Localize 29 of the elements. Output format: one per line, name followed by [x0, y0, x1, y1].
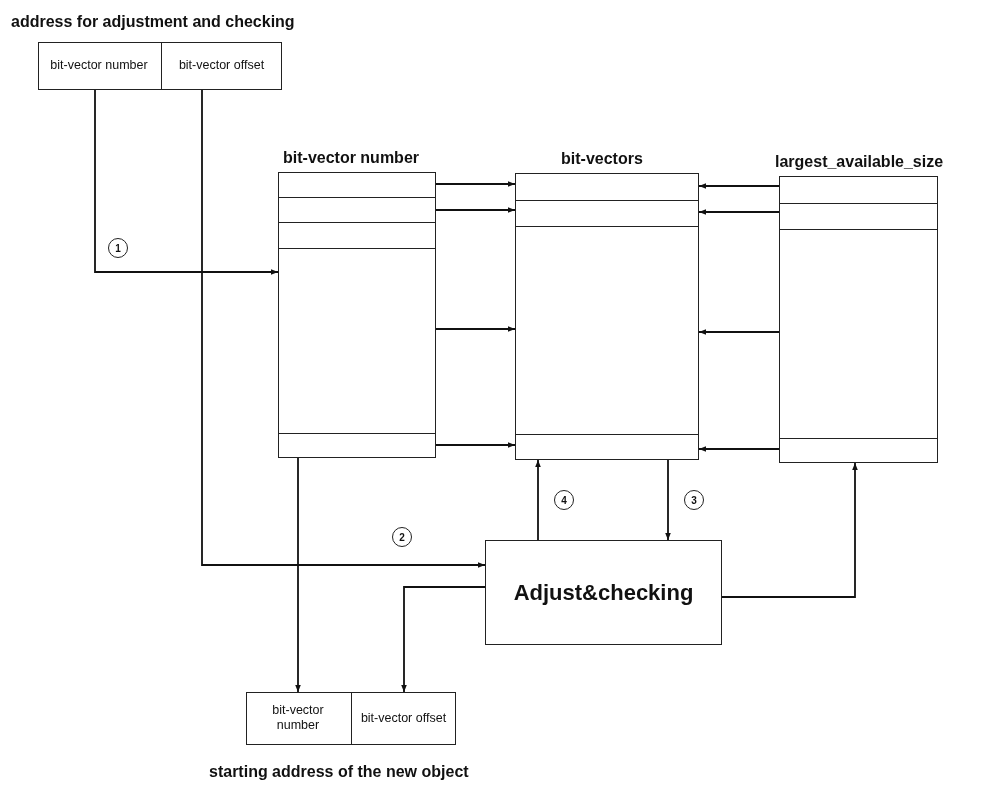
step-number: 3: [684, 490, 704, 510]
arrow: [435, 326, 516, 332]
arrow: [698, 209, 780, 215]
arrow: [721, 462, 858, 598]
arrow: [435, 207, 516, 213]
table-heading: bit-vector number: [283, 149, 419, 167]
arrow: [698, 183, 780, 189]
arrow: [435, 181, 516, 187]
arrow: [201, 89, 486, 568]
record-caption: address for adjustment and checking: [11, 13, 295, 31]
step-number: 1: [108, 238, 128, 258]
record-caption: starting address of the new object: [209, 763, 469, 781]
step-number: 2: [392, 527, 412, 547]
arrow: [401, 586, 486, 693]
arrow: [535, 459, 541, 541]
process-box: Adjust&checking: [485, 540, 722, 645]
table-heading: bit-vectors: [561, 150, 643, 168]
address-field: bit-vector number: [245, 691, 352, 745]
arrow: [698, 329, 780, 335]
table-heading: largest_available_size: [775, 153, 944, 171]
step-number: 4: [554, 490, 574, 510]
address-field: bit-vector offset: [161, 41, 282, 90]
arrow: [665, 459, 671, 541]
arrow: [698, 446, 780, 452]
arrow: [295, 457, 301, 693]
address-field: bit-vector number: [37, 41, 162, 90]
arrow: [435, 442, 516, 448]
arrow: [94, 89, 279, 275]
address-field: bit-vector offset: [351, 691, 456, 745]
